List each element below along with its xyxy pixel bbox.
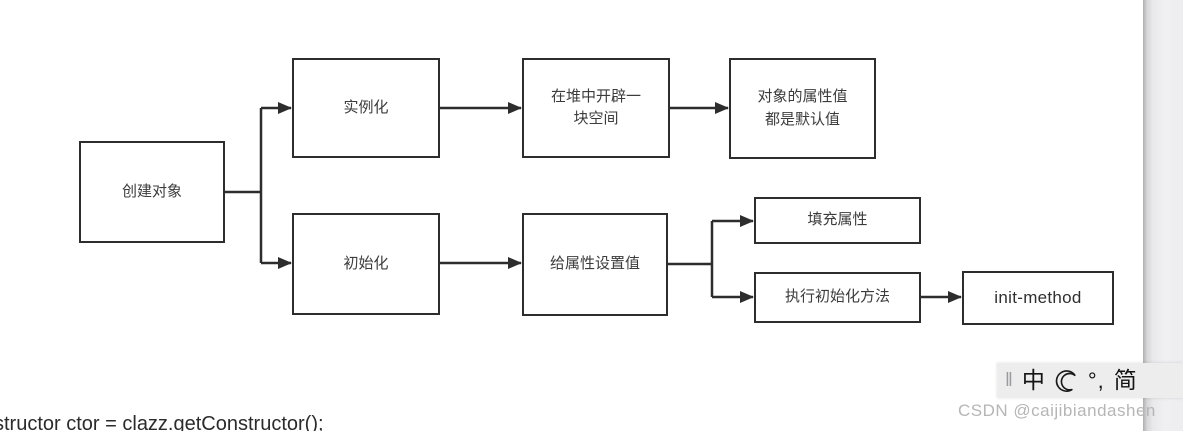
node-heap-space: 在堆中开辟一 块空间 xyxy=(522,58,670,158)
node-create-object: 创建对象 xyxy=(79,141,225,243)
connector-create-branch xyxy=(225,108,263,263)
node-label: 给属性设置值 xyxy=(549,255,640,273)
node-instantiate: 实例化 xyxy=(292,58,440,158)
ime-punctuation-toggle[interactable]: °, xyxy=(1087,367,1105,393)
node-label: 填充属性 xyxy=(807,211,868,229)
moon-icon[interactable] xyxy=(1049,363,1084,398)
node-label: 实例化 xyxy=(343,98,389,116)
csdn-watermark: CSDN @caijibiandashen xyxy=(958,401,1156,420)
ime-chinese-mode-toggle[interactable]: 中 xyxy=(1021,367,1045,393)
ime-drag-handle-icon[interactable]: ‖ xyxy=(1005,370,1013,391)
code-snippet-text: structor ctor = clazz.getConstructor(); xyxy=(0,413,324,431)
node-default-values: 对象的属性值 都是默认值 xyxy=(729,58,876,159)
node-fill-properties: 填充属性 xyxy=(754,197,921,244)
node-exec-init-method: 执行初始化方法 xyxy=(754,272,921,323)
node-label: 在堆中开辟一 块空间 xyxy=(550,87,641,128)
scrollbar-track[interactable] xyxy=(1143,0,1183,431)
ime-simplified-toggle[interactable]: 简 xyxy=(1113,367,1137,393)
node-label: 对象的属性值 都是默认值 xyxy=(757,88,848,128)
node-label: 创建对象 xyxy=(121,182,182,200)
node-set-property-values: 给属性设置值 xyxy=(522,213,668,316)
node-label: 执行初始化方法 xyxy=(784,288,890,306)
node-init-method: init-method xyxy=(962,271,1114,325)
node-label: init-method xyxy=(994,288,1082,308)
node-initialize: 初始化 xyxy=(292,213,440,315)
ime-toolbar[interactable]: ‖ 中 °, 简 xyxy=(997,363,1183,398)
node-label: 初始化 xyxy=(343,254,389,272)
connector-set-branch xyxy=(668,221,714,297)
